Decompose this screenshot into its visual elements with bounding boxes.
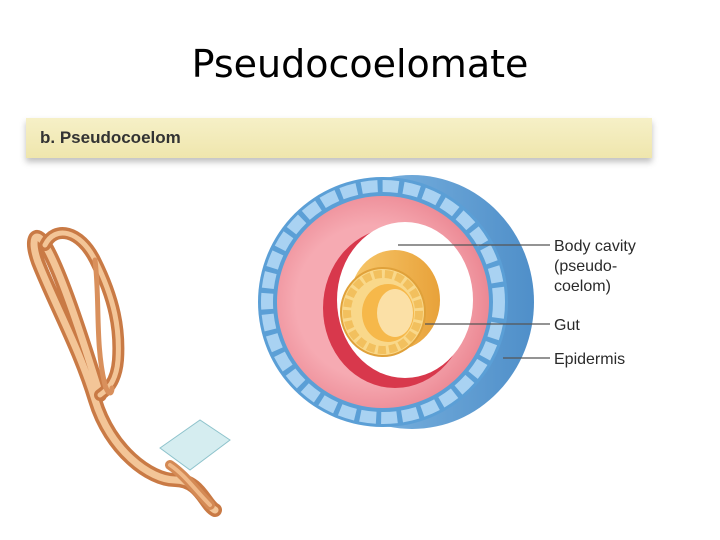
label-body-cavity-line2: (pseudo- (554, 258, 618, 275)
label-epidermis: Epidermis (554, 351, 626, 368)
section-banner: b. Pseudocoelom (26, 118, 652, 158)
label-body-cavity-line3: coelom) (554, 278, 611, 295)
worm-tail (92, 257, 115, 396)
banner-label: b. Pseudocoelom (40, 128, 181, 147)
label-body-cavity-line1: Body cavity (554, 238, 636, 255)
cross-section-diagram (258, 175, 534, 429)
roundworm-illustration (27, 227, 231, 517)
slide-title: Pseudocoelomate (191, 42, 529, 86)
label-body-cavity: Body cavity (pseudo- coelom) (554, 237, 636, 297)
section-plane (159, 419, 231, 471)
label-gut: Gut (554, 317, 580, 334)
